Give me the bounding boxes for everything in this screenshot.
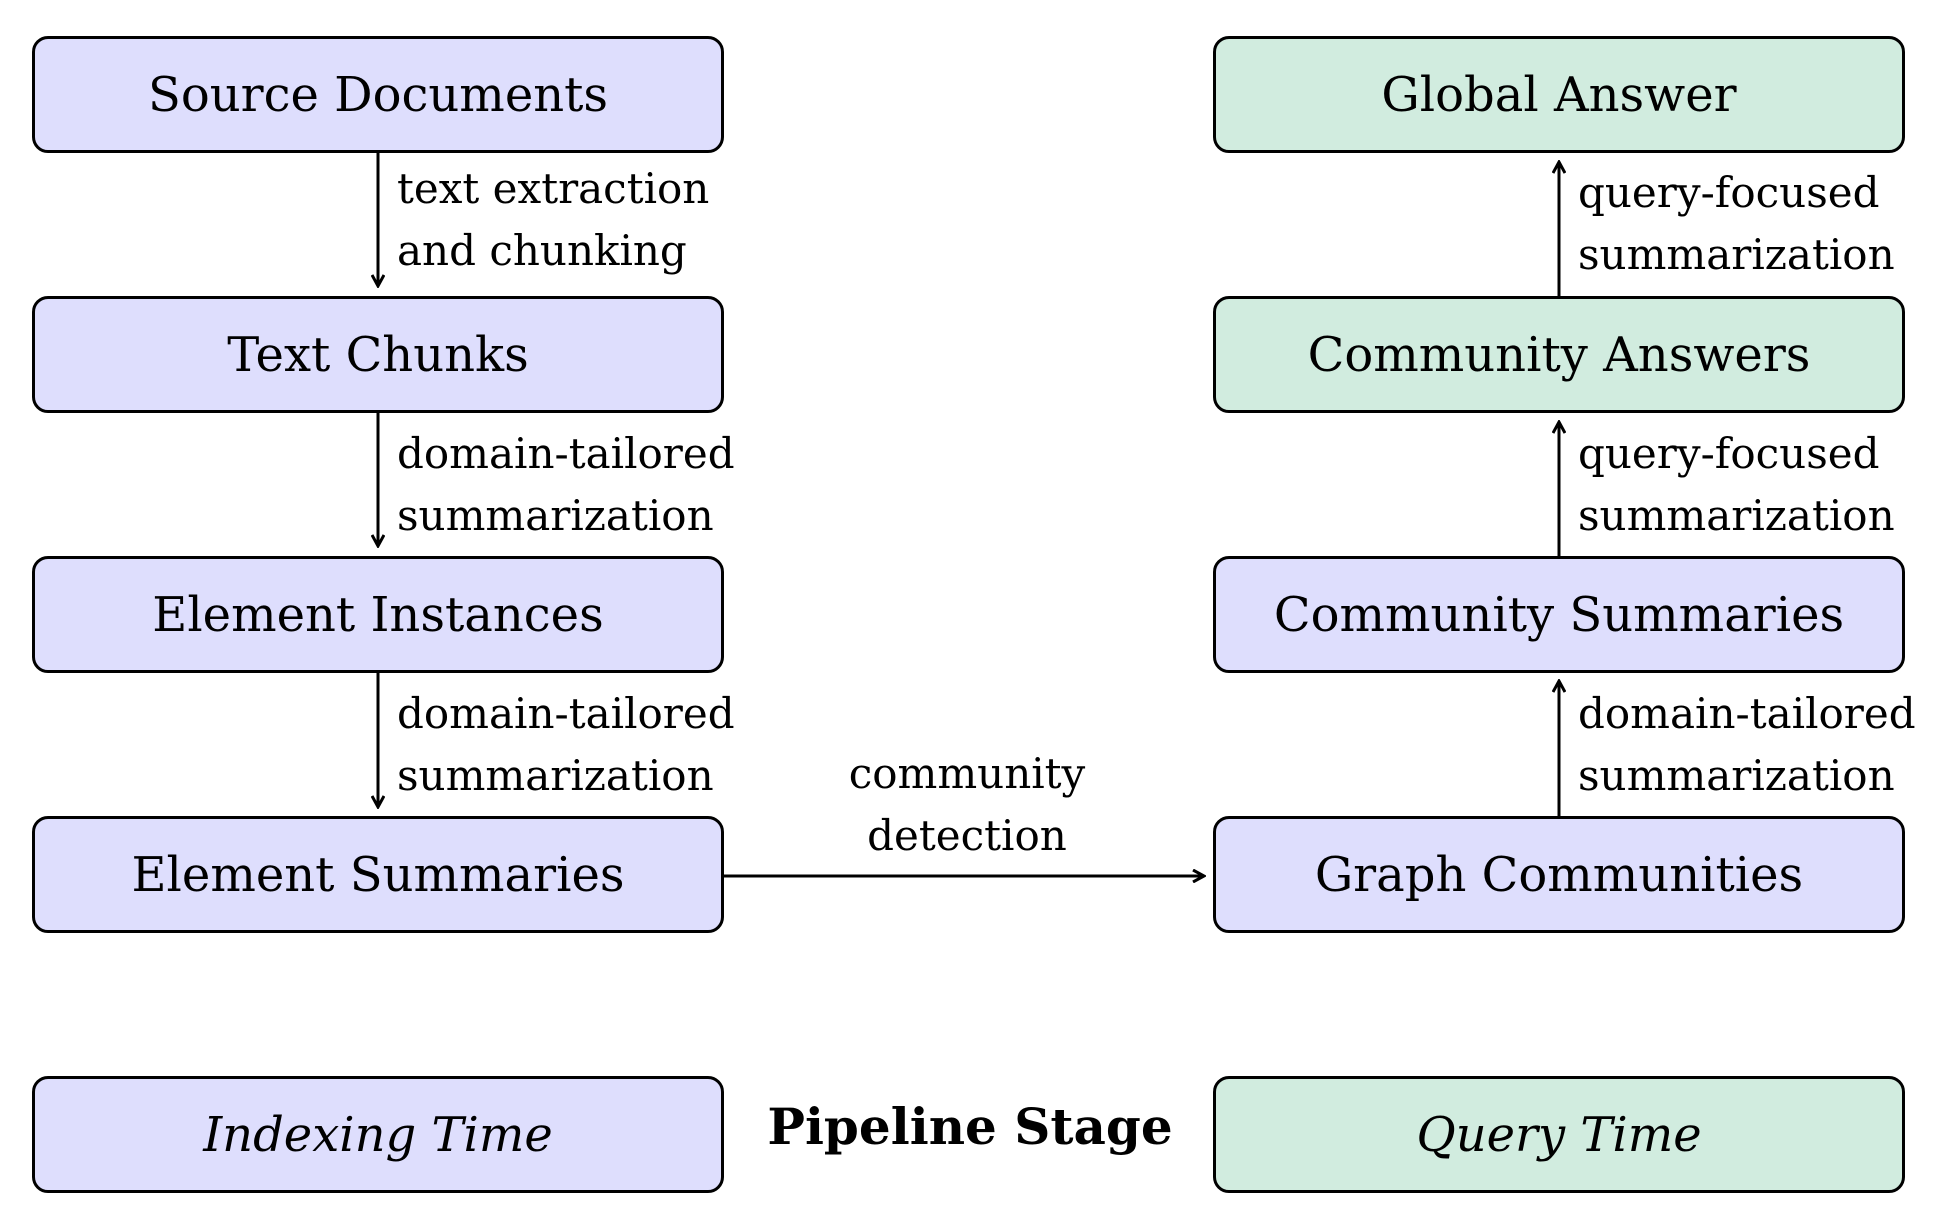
edge-label-line: and chunking <box>397 226 687 275</box>
edge-label-domain-tailored-1: domain-tailored summarization <box>397 423 735 547</box>
node-community-summaries-label: Community Summaries <box>1273 586 1845 643</box>
edge-label-line: domain-tailored <box>1578 689 1916 738</box>
edge-label-line: summarization <box>1578 230 1895 279</box>
legend-query-time-label: Query Time <box>1416 1106 1702 1163</box>
node-community-answers: Community Answers <box>1213 296 1905 413</box>
edge-label-line: domain-tailored <box>397 689 735 738</box>
edge-label-domain-tailored-2: domain-tailored summarization <box>397 683 735 807</box>
edge-label-line: domain-tailored <box>397 429 735 478</box>
node-graph-communities-label: Graph Communities <box>1314 846 1804 903</box>
node-source-documents-label: Source Documents <box>147 66 609 123</box>
node-text-chunks: Text Chunks <box>32 296 724 413</box>
legend-indexing-time: Indexing Time <box>32 1076 724 1193</box>
node-element-instances-label: Element Instances <box>152 586 604 643</box>
legend-query-time: Query Time <box>1213 1076 1905 1193</box>
legend-pipeline-stage: Pipeline Stage <box>767 1097 1173 1156</box>
node-source-documents: Source Documents <box>32 36 724 153</box>
edge-label-line: query-focused <box>1578 429 1880 478</box>
edge-label-query-focused-mid: query-focused summarization <box>1578 423 1895 547</box>
edge-label-text-extraction: text extraction and chunking <box>397 158 709 282</box>
edge-label-domain-tailored-3: domain-tailored summarization <box>1578 683 1916 807</box>
edge-label-line: text extraction <box>397 164 710 213</box>
node-community-summaries: Community Summaries <box>1213 556 1905 673</box>
legend-indexing-time-label: Indexing Time <box>203 1106 553 1163</box>
node-text-chunks-label: Text Chunks <box>227 326 529 383</box>
edge-label-line: summarization <box>1578 751 1895 800</box>
edge-label-line: community <box>848 749 1086 798</box>
node-element-instances: Element Instances <box>32 556 724 673</box>
node-global-answer: Global Answer <box>1213 36 1905 153</box>
edge-label-community-detection: community detection <box>767 743 1167 867</box>
edge-label-line: summarization <box>1578 491 1895 540</box>
edge-label-line: detection <box>867 811 1067 860</box>
node-element-summaries-label: Element Summaries <box>131 846 625 903</box>
node-community-answers-label: Community Answers <box>1307 326 1811 383</box>
edge-label-line: summarization <box>397 751 714 800</box>
node-element-summaries: Element Summaries <box>32 816 724 933</box>
edge-label-line: query-focused <box>1578 168 1880 217</box>
node-global-answer-label: Global Answer <box>1381 66 1737 123</box>
node-graph-communities: Graph Communities <box>1213 816 1905 933</box>
edge-label-line: summarization <box>397 491 714 540</box>
edge-label-query-focused-top: query-focused summarization <box>1578 162 1895 286</box>
